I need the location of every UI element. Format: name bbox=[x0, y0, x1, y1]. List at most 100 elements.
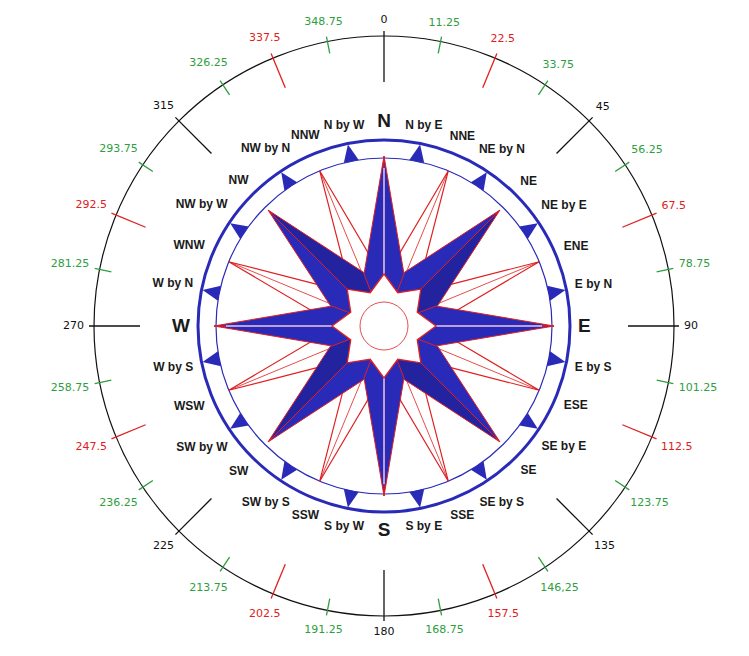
degree-number: 258.75 bbox=[51, 382, 90, 394]
ring-triangle bbox=[281, 461, 297, 480]
ring-triangle bbox=[281, 172, 297, 191]
tick bbox=[326, 599, 329, 616]
ring-triangle bbox=[547, 286, 565, 301]
degree-number: 45 bbox=[596, 101, 610, 113]
point-name: N by W bbox=[324, 119, 365, 132]
ring-triangle bbox=[471, 461, 487, 480]
point-name: W by N bbox=[153, 277, 194, 290]
degree-number: 67.5 bbox=[662, 200, 687, 212]
degree-number: 191.25 bbox=[304, 624, 343, 636]
degree-number: 180 bbox=[374, 626, 395, 638]
tick bbox=[383, 31, 384, 82]
ring-triangle bbox=[203, 351, 221, 366]
point-name: N bbox=[377, 111, 391, 132]
point-name: E bbox=[578, 316, 591, 337]
point-name: SSW bbox=[292, 509, 319, 522]
point-name: S by W bbox=[324, 520, 364, 533]
point-name: ESE bbox=[564, 399, 588, 412]
point-name: W by S bbox=[153, 361, 193, 374]
degree-number: 247.5 bbox=[76, 441, 108, 453]
tick bbox=[95, 380, 112, 383]
point-name: WNW bbox=[173, 239, 204, 252]
degree-number: 157.5 bbox=[487, 608, 519, 620]
ring-triangle bbox=[203, 286, 221, 301]
ring-triangle bbox=[344, 145, 359, 163]
degree-number: 292.5 bbox=[76, 199, 108, 211]
point-name: ENE bbox=[564, 240, 589, 253]
tick bbox=[139, 480, 153, 489]
ring-triangle bbox=[409, 145, 424, 163]
centre-star bbox=[332, 274, 436, 378]
point-name: NE by E bbox=[541, 199, 586, 212]
point-name: S by E bbox=[405, 520, 442, 533]
tick bbox=[89, 325, 140, 326]
degree-number: 270 bbox=[63, 320, 84, 332]
ring-triangle bbox=[409, 489, 424, 507]
degree-number: 123.75 bbox=[630, 497, 669, 509]
degree-ticks bbox=[89, 31, 679, 621]
ring-triangle bbox=[230, 223, 249, 239]
degree-number: 293.75 bbox=[99, 143, 138, 155]
ring-triangles bbox=[203, 145, 566, 508]
point-name: SE by S bbox=[479, 496, 524, 509]
point-name: WSW bbox=[174, 400, 205, 413]
tick bbox=[538, 81, 547, 95]
ring-triangle bbox=[519, 223, 538, 239]
inner-ring bbox=[216, 158, 552, 494]
point-name: NE bbox=[520, 175, 537, 188]
tick bbox=[622, 213, 656, 227]
point-name: NNW bbox=[291, 129, 320, 142]
point-name: W bbox=[172, 316, 190, 337]
degree-number: 0 bbox=[381, 14, 388, 26]
tick bbox=[615, 162, 629, 171]
tick bbox=[326, 37, 329, 54]
degree-number: 315 bbox=[153, 100, 174, 112]
degree-number: 213.75 bbox=[189, 582, 228, 594]
ring-triangle bbox=[519, 413, 538, 429]
tick bbox=[220, 557, 229, 571]
degree-number: 78.75 bbox=[679, 258, 711, 270]
degree-number: 22.5 bbox=[490, 33, 515, 45]
degree-number: 33.75 bbox=[543, 59, 575, 71]
degree-number: 337.5 bbox=[249, 32, 281, 44]
point-name: SSE bbox=[450, 509, 474, 522]
tick bbox=[271, 564, 285, 598]
point-name: E by S bbox=[575, 361, 612, 374]
degree-number: 168.75 bbox=[425, 624, 464, 636]
point-midline bbox=[383, 366, 385, 484]
tick bbox=[538, 557, 547, 571]
tick bbox=[622, 425, 656, 439]
tick bbox=[438, 599, 441, 616]
point-name: NE by N bbox=[479, 143, 525, 156]
point-name: N by E bbox=[405, 119, 442, 132]
point-name: SE bbox=[520, 464, 536, 477]
point-name: NW by N bbox=[241, 142, 290, 155]
degree-number: 326.25 bbox=[189, 57, 228, 69]
degree-number: 90 bbox=[684, 320, 698, 332]
tick bbox=[628, 325, 679, 326]
degree-number: 146,25 bbox=[540, 582, 579, 594]
point-name: SW by S bbox=[242, 496, 290, 509]
tick bbox=[111, 425, 145, 439]
tick bbox=[438, 37, 441, 54]
tick bbox=[657, 380, 674, 383]
degree-number: 135 bbox=[594, 540, 615, 552]
point-midline bbox=[226, 325, 344, 327]
tick bbox=[139, 162, 153, 171]
degree-number: 281.25 bbox=[51, 258, 90, 270]
tick bbox=[271, 53, 285, 87]
point-name: NW by W bbox=[176, 198, 228, 211]
degree-number: 236.25 bbox=[99, 497, 138, 509]
centre-circle bbox=[360, 302, 408, 350]
outer-circle bbox=[94, 36, 674, 616]
tick bbox=[483, 564, 497, 598]
point-midline bbox=[424, 325, 542, 327]
tick bbox=[95, 268, 112, 271]
degree-number: 202.5 bbox=[249, 608, 281, 620]
point-midline bbox=[383, 168, 385, 286]
point-name: SW bbox=[229, 465, 248, 478]
degree-number: 112.5 bbox=[661, 441, 693, 453]
point-name: NNE bbox=[450, 130, 475, 143]
tick bbox=[220, 81, 229, 95]
